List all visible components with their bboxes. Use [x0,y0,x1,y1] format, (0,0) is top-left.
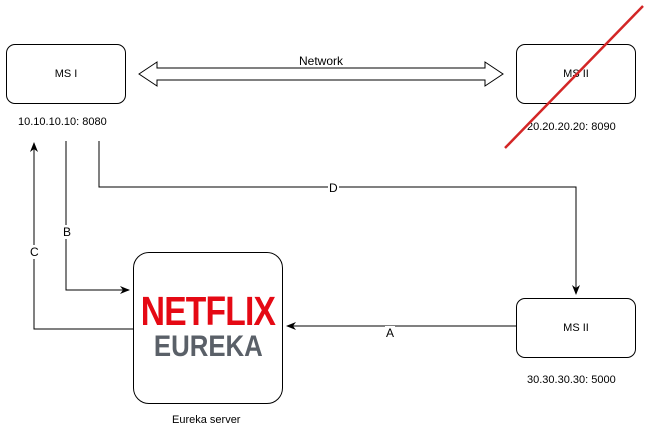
network-double-arrow [138,61,504,87]
ms2-old-address: 20.20.20.20: 8090 [527,121,616,133]
network-label: Network [299,54,344,68]
edge-c-label: C [29,245,40,259]
edge-b-label: B [62,225,73,239]
ms2-new-node[interactable]: MS II [516,298,636,358]
ms2-new-address: 30.30.30.30: 5000 [527,374,616,386]
ms1-label: MS I [54,68,78,80]
edge-b-line [65,141,130,294]
netflix-logo-text: NETFLIX [140,288,276,334]
ms1-address: 10.10.10.10: 8080 [18,116,107,128]
ms1-node[interactable]: MS I [6,44,126,104]
edge-d-label: D [328,181,339,195]
eureka-logo-text: EUREKA [153,330,263,363]
edge-a-label: A [385,326,396,340]
eureka-server-node[interactable]: NETFLIX EUREKA [133,252,283,404]
ms2-old-label: MS II [563,68,589,80]
ms2-old-node[interactable]: MS II [516,44,636,104]
edge-c-line [30,142,133,330]
ms2-new-label: MS II [563,322,589,334]
eureka-caption: Eureka server [172,414,241,426]
